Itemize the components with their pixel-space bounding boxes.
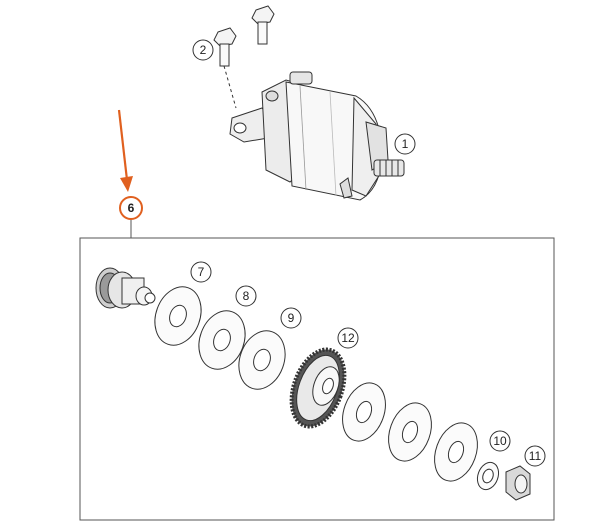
washer-9 (238, 330, 286, 390)
highlight-arrow (117, 109, 133, 192)
callout-10: 10 (489, 430, 511, 452)
callout-11-label: 11 (529, 449, 542, 463)
callout-12: 12 (337, 327, 359, 349)
starter-motor (229, 71, 405, 201)
callout-7: 7 (190, 261, 212, 283)
callout-2: 2 (192, 39, 214, 61)
pinion-gear (95, 267, 156, 309)
gear-12 (289, 347, 347, 429)
item-6-frame (79, 237, 555, 521)
callout-10-label: 10 (493, 434, 507, 448)
washer-a (342, 382, 386, 442)
callout-2-label: 2 (200, 43, 207, 57)
washer-7 (154, 286, 202, 346)
callout-1-label: 1 (402, 137, 409, 151)
callout-11: 11 (524, 445, 546, 467)
callout-1: 1 (394, 133, 416, 155)
callout-6-label: 6 (128, 201, 135, 215)
washer-c (434, 422, 478, 482)
washer-10 (476, 461, 500, 491)
screw-2-right (251, 5, 275, 45)
washer-8 (198, 310, 246, 370)
screw-2-left (213, 27, 237, 109)
callout-12-label: 12 (341, 331, 355, 345)
callout-9: 9 (280, 307, 302, 329)
callout-8: 8 (235, 285, 257, 307)
callout-7-label: 7 (198, 265, 205, 279)
callout-9-label: 9 (288, 311, 295, 325)
washer-b (388, 402, 432, 462)
nut-11 (505, 465, 531, 501)
callout-6: 6 (119, 196, 143, 220)
callout-8-label: 8 (243, 289, 250, 303)
